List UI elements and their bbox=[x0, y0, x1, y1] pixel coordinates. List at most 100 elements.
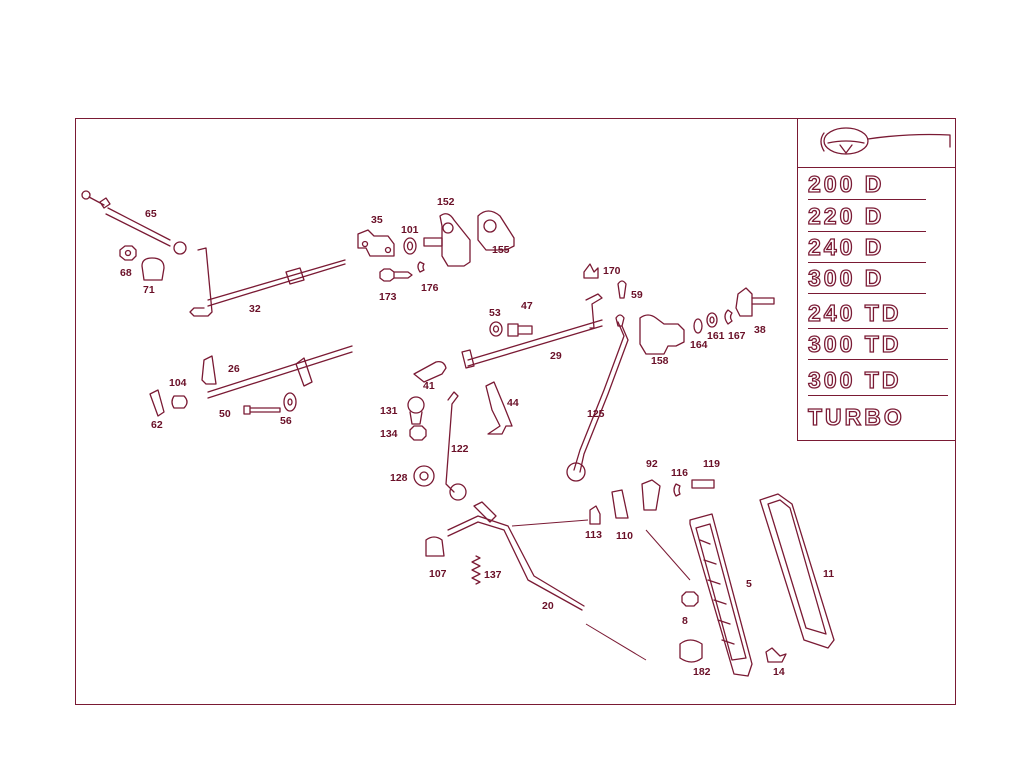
callout-5: 5 bbox=[746, 578, 752, 590]
part-158-housing bbox=[639, 314, 685, 355]
callout-107: 107 bbox=[429, 568, 447, 580]
callout-32: 32 bbox=[249, 303, 261, 315]
part-119-bolt bbox=[691, 479, 715, 489]
part-5-pedal bbox=[645, 513, 753, 677]
part-92-bracket bbox=[641, 479, 661, 511]
callout-29: 29 bbox=[550, 350, 562, 362]
callout-173: 173 bbox=[379, 291, 397, 303]
badge-240td: 240 TD bbox=[807, 299, 902, 326]
part-32-shaft bbox=[189, 247, 346, 317]
part-62-clip bbox=[149, 389, 165, 417]
callout-104: 104 bbox=[169, 377, 187, 389]
part-47-bolt bbox=[507, 323, 533, 337]
callout-116: 116 bbox=[671, 467, 688, 479]
part-122-rod bbox=[445, 391, 467, 501]
badge-300td-2: 300 TD bbox=[807, 366, 902, 393]
callout-101: 101 bbox=[401, 224, 419, 236]
part-53-washer bbox=[489, 321, 503, 337]
callout-62: 62 bbox=[151, 419, 163, 431]
callout-65: 65 bbox=[145, 208, 157, 220]
part-104-bushing bbox=[171, 395, 188, 409]
part-182-stop bbox=[679, 639, 703, 663]
part-101-washer bbox=[403, 237, 417, 255]
callout-44: 44 bbox=[507, 397, 519, 409]
part-161-washer bbox=[706, 312, 718, 328]
badge-rule bbox=[808, 262, 926, 263]
steering-wheel-logo-icon bbox=[820, 127, 951, 155]
callout-125: 125 bbox=[587, 408, 605, 420]
logo-cell bbox=[798, 119, 955, 168]
callout-134: 134 bbox=[380, 428, 398, 440]
callout-164: 164 bbox=[690, 339, 708, 351]
callout-92: 92 bbox=[646, 458, 658, 470]
callout-26: 26 bbox=[228, 363, 240, 375]
badge-rule bbox=[808, 359, 948, 360]
callout-68: 68 bbox=[120, 267, 132, 279]
badge-turbo: TURBO bbox=[807, 403, 905, 430]
badge-300td: 300 TD bbox=[807, 330, 902, 357]
callout-20: 20 bbox=[542, 600, 554, 612]
part-14-clip bbox=[765, 647, 787, 663]
badge-200d: 200 D bbox=[807, 170, 885, 197]
part-50-bolt bbox=[243, 405, 281, 415]
badge-240d: 240 D bbox=[807, 233, 885, 260]
badge-rule bbox=[808, 231, 926, 232]
part-176-clip bbox=[417, 261, 425, 273]
callout-119: 119 bbox=[703, 458, 720, 470]
part-170-clip bbox=[583, 263, 599, 279]
part-164-washer bbox=[693, 318, 703, 334]
part-29-shaft bbox=[461, 293, 603, 369]
part-110-plate bbox=[611, 489, 629, 519]
part-44-lever bbox=[485, 381, 513, 435]
part-137-spring bbox=[471, 555, 481, 585]
part-155-housing bbox=[477, 210, 515, 251]
callout-113: 113 bbox=[585, 529, 602, 541]
callout-182: 182 bbox=[693, 666, 711, 678]
part-113-clip bbox=[589, 505, 601, 525]
callout-50: 50 bbox=[219, 408, 231, 420]
badge-rule bbox=[808, 199, 926, 200]
callout-38: 38 bbox=[754, 324, 766, 336]
part-173-screw bbox=[379, 268, 413, 282]
callout-47: 47 bbox=[521, 300, 533, 312]
callout-161: 161 bbox=[707, 330, 725, 342]
badge-rule bbox=[808, 293, 926, 294]
part-65-linkage-rod bbox=[81, 190, 187, 255]
part-125-rod bbox=[566, 314, 629, 482]
callout-56: 56 bbox=[280, 415, 292, 427]
callout-167: 167 bbox=[728, 330, 746, 342]
part-11-pedal-pad bbox=[759, 493, 835, 649]
part-152-housing bbox=[423, 213, 471, 267]
part-20-pedal-rod bbox=[447, 501, 647, 661]
part-41-lever bbox=[413, 360, 447, 383]
part-56-washer bbox=[283, 392, 297, 412]
callout-41: 41 bbox=[423, 380, 435, 392]
part-68-nut bbox=[119, 245, 137, 261]
part-38-bracket bbox=[735, 287, 775, 317]
callout-59: 59 bbox=[631, 289, 643, 301]
part-107-cap bbox=[425, 536, 445, 557]
callout-110: 110 bbox=[616, 530, 633, 542]
callout-11: 11 bbox=[823, 568, 835, 580]
model-badge-panel: 200 D 220 D 240 D 300 D 240 TD 300 TD 30… bbox=[797, 118, 956, 441]
part-59-pin bbox=[617, 280, 627, 299]
callout-53: 53 bbox=[489, 307, 501, 319]
part-26-shaft bbox=[201, 345, 353, 399]
callout-71: 71 bbox=[143, 284, 155, 296]
badge-rule bbox=[808, 395, 948, 396]
callout-128: 128 bbox=[390, 472, 408, 484]
callout-131: 131 bbox=[380, 405, 398, 417]
callout-155: 155 bbox=[492, 244, 510, 256]
callout-137: 137 bbox=[484, 569, 502, 581]
callout-14: 14 bbox=[773, 666, 785, 678]
part-128-grommet bbox=[413, 465, 435, 487]
part-134-nut bbox=[409, 425, 427, 441]
callout-158: 158 bbox=[651, 355, 669, 367]
callout-176: 176 bbox=[421, 282, 439, 294]
part-167-clip bbox=[724, 309, 733, 325]
callout-8: 8 bbox=[682, 615, 688, 627]
badge-300d: 300 D bbox=[807, 264, 885, 291]
callout-170: 170 bbox=[603, 265, 621, 277]
part-35-bracket bbox=[357, 229, 395, 257]
